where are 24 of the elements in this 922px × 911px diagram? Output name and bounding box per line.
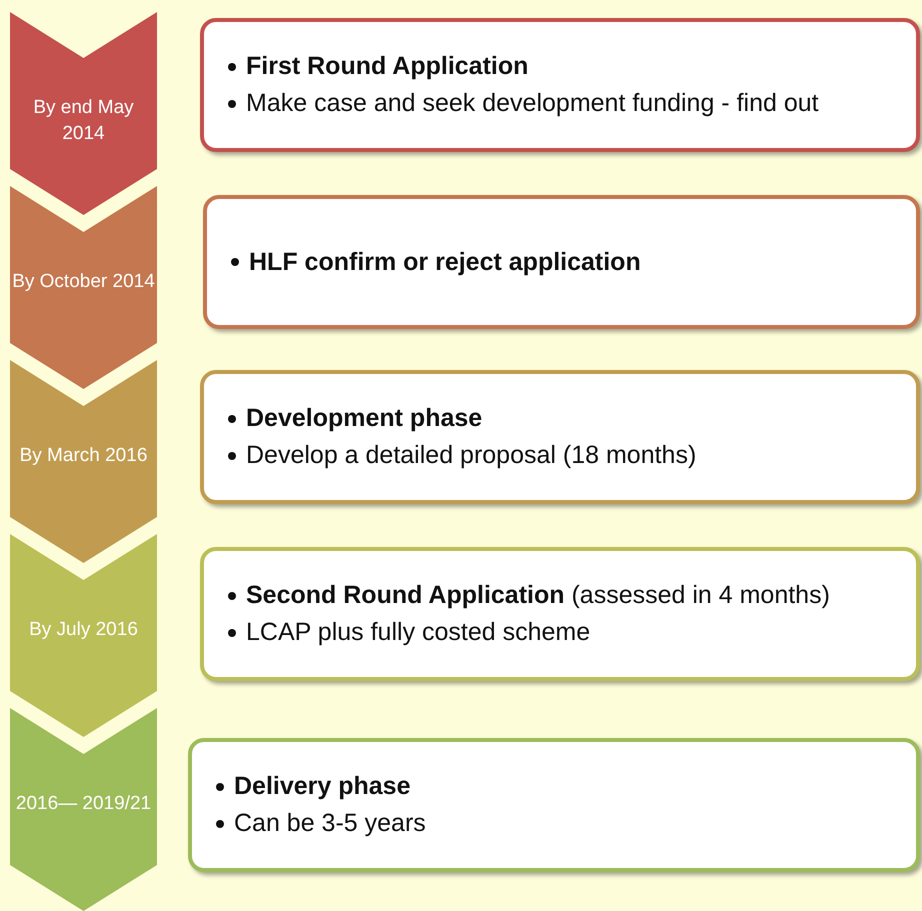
stage-description: LCAP plus fully costed scheme (246, 617, 590, 648)
timeline-step (10, 534, 157, 737)
stage-heading: First Round Application (246, 51, 528, 82)
timeline-step (10, 186, 157, 389)
stage-heading: Development phase (246, 403, 482, 434)
stage-description: Make case and seek development funding - find out (246, 88, 819, 119)
stage-heading: Second Round Application (assessed in 4 months) (246, 580, 830, 611)
date-label: By March 2016 (18, 444, 148, 468)
timeline-step (10, 360, 157, 563)
stage-heading: HLF confirm or reject application (249, 246, 641, 278)
timeline-step (10, 708, 157, 911)
date-label: 2016— 2019/21 (14, 792, 152, 816)
stage-card (203, 195, 920, 329)
stage-card (200, 370, 920, 504)
date-label: By July 2016 (28, 618, 139, 642)
date-label: By October 2014 (11, 270, 156, 294)
stage-description: Develop a detailed proposal (18 months) (246, 440, 696, 471)
stage-card (188, 738, 920, 872)
stage-card (200, 18, 920, 152)
stage-card (200, 547, 920, 681)
stage-heading: Delivery phase (234, 771, 410, 802)
stage-description: Can be 3-5 years (234, 808, 426, 839)
timeline-step (10, 12, 157, 215)
date-label: By end May 2014 (32, 96, 135, 146)
